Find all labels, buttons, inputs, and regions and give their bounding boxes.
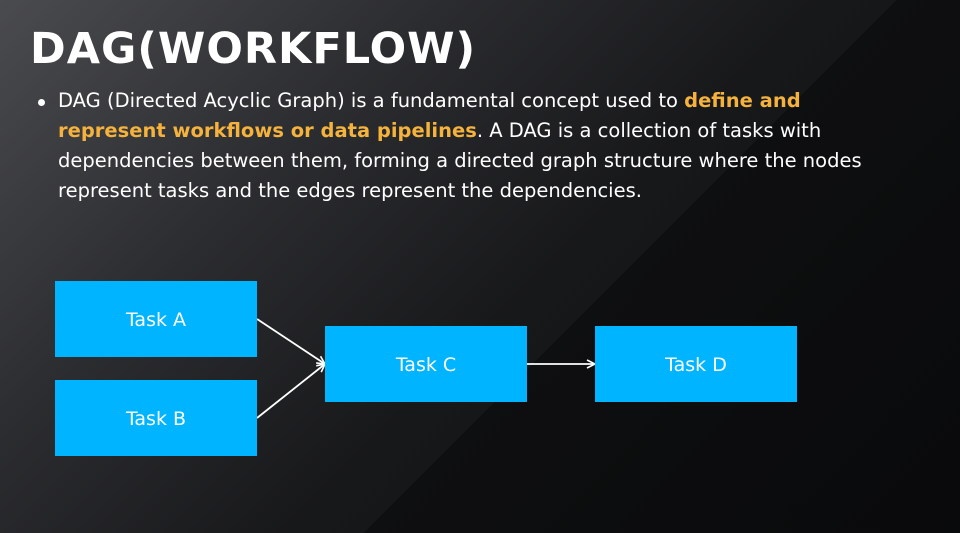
node-task-b: Task B	[55, 380, 257, 456]
node-task-c-label: Task C	[395, 354, 456, 376]
node-task-a: Task A	[55, 281, 257, 357]
node-task-a-label: Task A	[125, 309, 186, 331]
node-task-b-label: Task B	[125, 408, 186, 430]
node-task-d: Task D	[595, 326, 797, 402]
edge-a-c	[256, 318, 325, 364]
bullet-text-highlight: define and represent workflows or data p…	[58, 89, 801, 142]
bullet-item: DAG (Directed Acyclic Graph) is a fundam…	[34, 86, 894, 206]
node-task-c: Task C	[325, 326, 527, 402]
slide-title: DAG(WORKFLOW)	[30, 24, 477, 74]
bullet-text-part1: DAG (Directed Acyclic Graph) is a fundam…	[58, 89, 685, 112]
edge-b-c	[256, 364, 325, 419]
bullet-dot-icon	[38, 99, 45, 106]
node-task-d-label: Task D	[664, 354, 727, 376]
bullet-text-part2: . A DAG is a collection of tasks with de…	[58, 119, 862, 202]
bullet-text: DAG (Directed Acyclic Graph) is a fundam…	[34, 86, 894, 206]
